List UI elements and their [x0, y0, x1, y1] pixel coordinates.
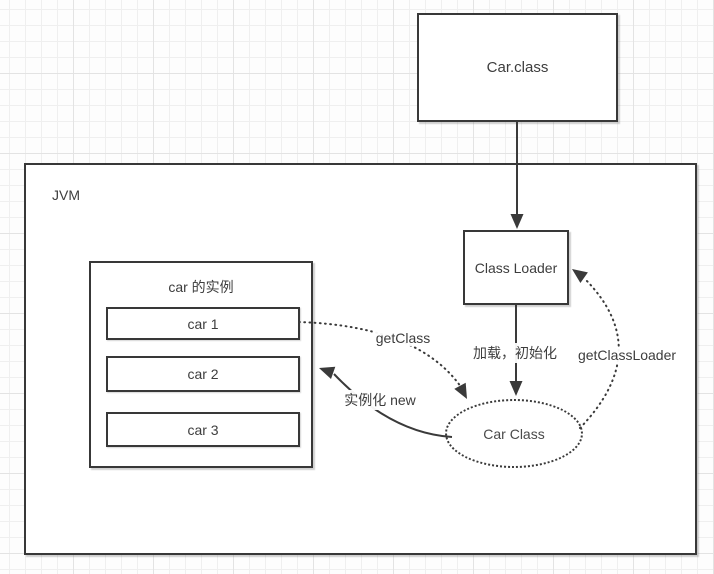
edge-label-getclass: getClass	[372, 330, 434, 346]
car-class-ellipse-label: Car Class	[483, 425, 545, 442]
car-instance-row-1: car 1	[106, 307, 300, 340]
car-class-ellipse-node: Car Class	[445, 399, 583, 468]
edge-label-instantiate: 实例化 new	[341, 390, 419, 410]
class-loader-node: Class Loader	[463, 230, 569, 305]
car-class-file-node: Car.class	[417, 13, 618, 122]
instances-title: car 的实例	[168, 279, 234, 295]
instances-group: car 的实例 car 1 car 2 car 3	[89, 261, 313, 468]
car-instance-label-2: car 2	[187, 366, 219, 382]
car-class-file-label: Car.class	[486, 59, 549, 76]
edge-label-getclassloader: getClassLoader	[574, 347, 680, 363]
car-instance-row-2: car 2	[106, 356, 300, 392]
class-loader-label: Class Loader	[474, 259, 558, 276]
car-instance-label-1: car 1	[187, 315, 219, 332]
jvm-label: JVM	[52, 187, 80, 203]
car-instance-row-3: car 3	[106, 412, 300, 447]
car-instance-label-3: car 3	[187, 421, 219, 438]
edge-label-load-init: 加载，初始化	[470, 343, 560, 363]
